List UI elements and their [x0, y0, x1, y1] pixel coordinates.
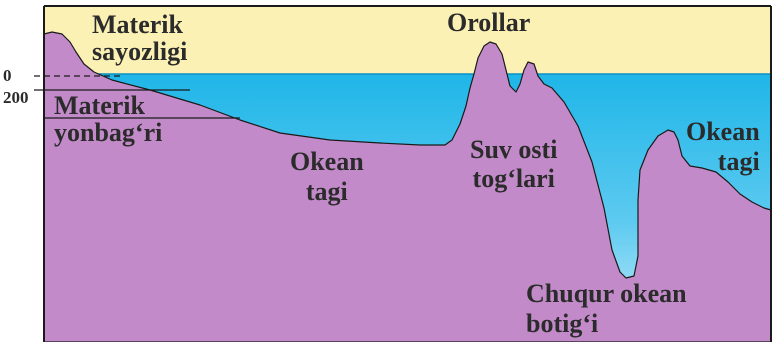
- label-seamounts: Suv osti tog‘lari: [470, 136, 557, 193]
- label-ocean-floor-left: Okean tagi: [290, 147, 364, 207]
- label-ocean-trench: Chuqur okean botig‘i: [526, 279, 687, 339]
- label-continental-shelf: Materik sayozligi: [92, 12, 187, 65]
- label-continental-slope: Materik yonbag‘ri: [54, 93, 162, 146]
- label-ocean-floor-right: Okean tagi: [686, 117, 760, 177]
- depth-tick-200: 200: [3, 89, 29, 106]
- depth-tick-0: 0: [3, 67, 12, 84]
- label-islands: Orollar: [447, 10, 530, 36]
